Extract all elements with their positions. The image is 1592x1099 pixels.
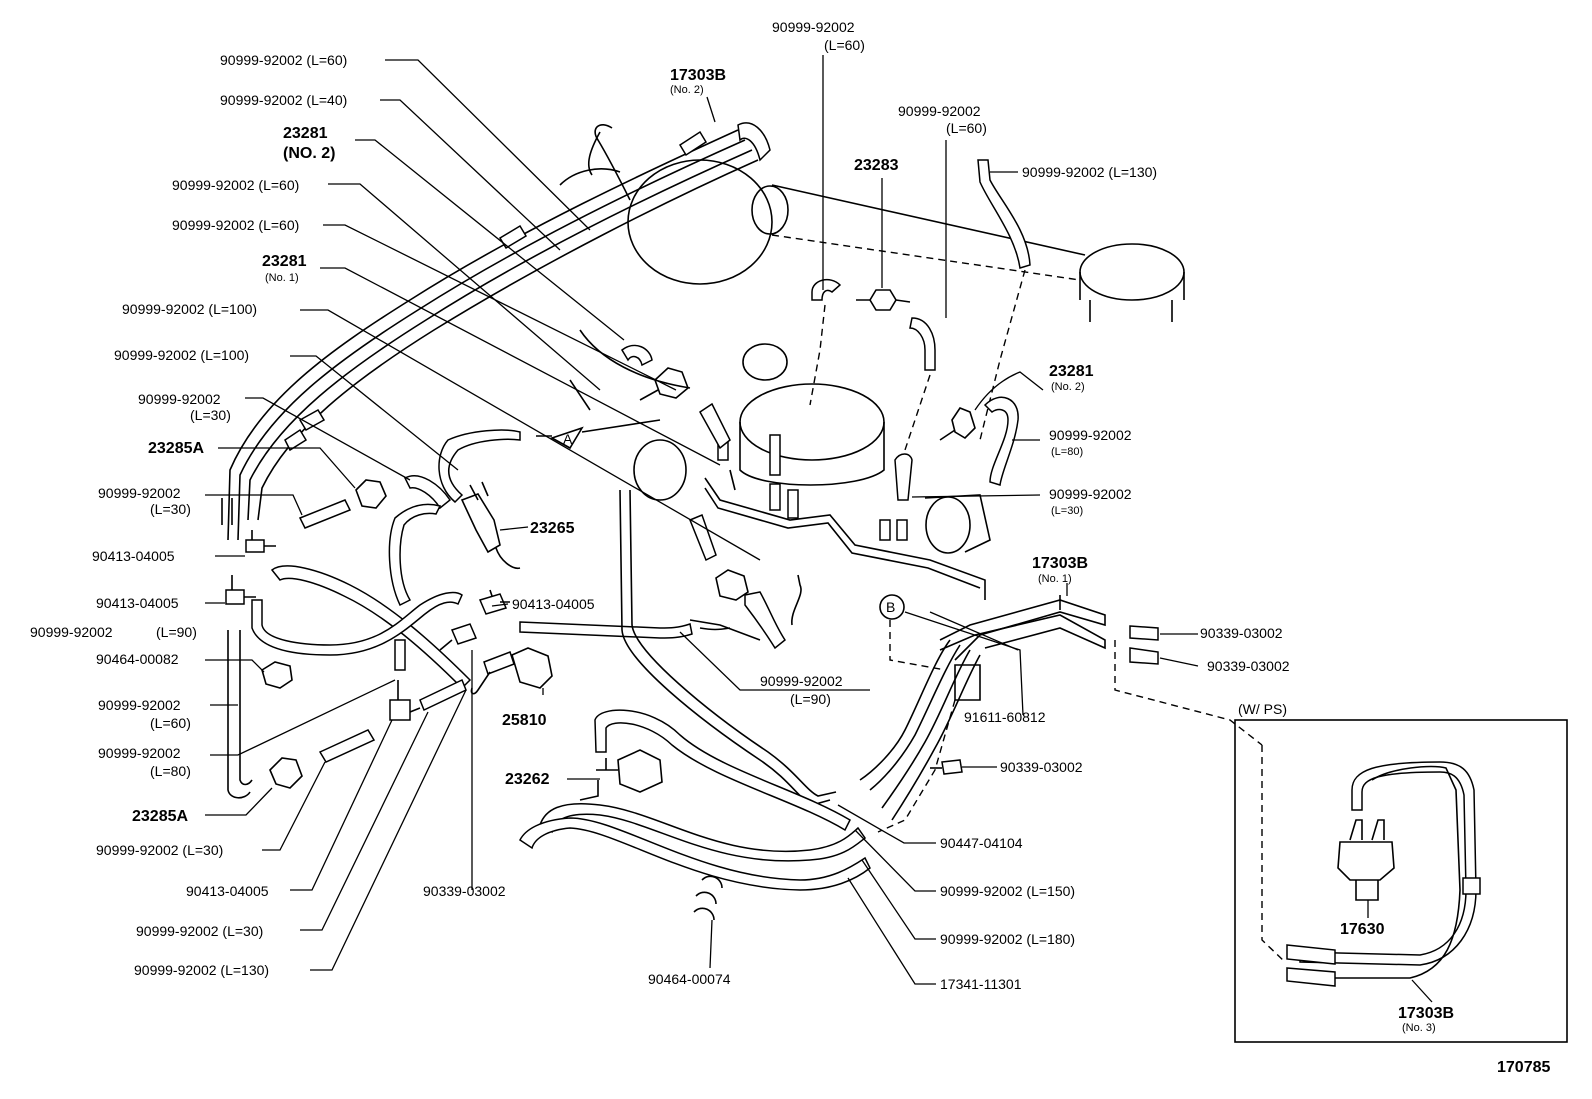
label-23262: 23262 (505, 771, 550, 788)
label-hose-l60-top: 90999-92002 (L=60) (220, 52, 347, 68)
hose-bundle-left (221, 122, 771, 799)
label-90413-c: 90413-04005 (186, 883, 269, 899)
label-hose-l100-a: 90999-92002 (L=100) (122, 301, 257, 317)
label-17303b-no2-sub: (No. 2) (670, 84, 704, 96)
label-hose-l60-left-len: (L=60) (150, 715, 191, 731)
label-17303b-no2: 17303B (670, 67, 726, 84)
label-hose-l180: 90999-92002 (L=180) (940, 931, 1075, 947)
label-23281-no2-right: 23281 (1049, 363, 1094, 380)
label-hose-l100-b: 90999-92002 (L=100) (114, 347, 249, 363)
label-90464-00074: 90464-00074 (648, 971, 731, 987)
label-23285a-bottom: 23285A (132, 808, 188, 825)
label-hose-l150: 90999-92002 (L=150) (940, 883, 1075, 899)
label-hose-l80-right-len: (L=80) (1051, 446, 1083, 458)
label-23283: 23283 (854, 157, 899, 174)
label-hose-l30-left: 90999-92002 (98, 485, 181, 501)
label-hose-l90-left-len: (L=90) (156, 624, 197, 640)
label-90447-04104: 90447-04104 (940, 835, 1023, 851)
reference-mark-a: A (536, 419, 661, 450)
label-hose-l30-c: 90999-92002 (L=30) (136, 923, 263, 939)
label-90413-d: 90413-04005 (512, 596, 595, 612)
label-17630: 17630 (1340, 921, 1385, 938)
label-hose-l130-bottom: 90999-92002 (L=130) (134, 962, 269, 978)
label-hose-l60-left: 90999-92002 (98, 697, 181, 713)
label-hose-l40: 90999-92002 (L=40) (220, 92, 347, 108)
label-17303b-no3: 17303B (1398, 1005, 1454, 1022)
label-hose-l60-right: 90999-92002 (898, 103, 981, 119)
reference-mark-b-text: B (886, 599, 895, 615)
label-23281-no2-left: 23281 (283, 125, 328, 142)
label-90339-center: 90339-03002 (423, 883, 506, 899)
label-25810: 25810 (502, 712, 547, 729)
label-91611-60812: 91611-60812 (964, 709, 1046, 725)
label-hose-l90-mid-len: (L=90) (790, 691, 831, 707)
label-hose-l80-left: 90999-92002 (98, 745, 181, 761)
label-23281-no2-right-sub: (No. 2) (1051, 381, 1085, 393)
part-labels: 90999-92002 (L=60) 90999-92002 (L=40) 23… (30, 19, 1550, 1076)
label-hose-l30-b: 90999-92002 (L=30) (96, 842, 223, 858)
inset-w-ps (1234, 719, 1568, 1043)
label-90339-lower: 90339-03002 (1000, 759, 1083, 775)
label-23265: 23265 (530, 520, 575, 537)
label-17303b-no1-sub: (No. 1) (1038, 573, 1072, 585)
engine-outline (559, 124, 1185, 701)
label-90413-a: 90413-04005 (92, 548, 175, 564)
reference-mark-b: B (879, 594, 905, 620)
label-90413-b: 90413-04005 (96, 595, 179, 611)
label-17341-11301: 17341-11301 (940, 976, 1022, 992)
label-hose-l80-right: 90999-92002 (1049, 427, 1132, 443)
label-hose-l30-top-len: (L=30) (190, 407, 231, 423)
label-23285a-top: 23285A (148, 440, 204, 457)
label-hose-l60-top-center: 90999-92002 (772, 19, 855, 35)
label-23281-no2-left-sub: (NO. 2) (283, 145, 335, 162)
label-17303b-no1: 17303B (1032, 555, 1088, 572)
label-hose-l60-right-len: (L=60) (946, 120, 987, 136)
leader-lines (205, 55, 1433, 1003)
label-hose-l90-left: 90999-92002 (30, 624, 113, 640)
label-hose-l30-right-len: (L=30) (1051, 505, 1083, 517)
label-90339-right-b: 90339-03002 (1207, 658, 1290, 674)
vacuum-components (225, 159, 1263, 921)
label-hose-l30-left-len: (L=30) (150, 501, 191, 517)
label-23281-no1: 23281 (262, 253, 307, 270)
label-hose-l60-a: 90999-92002 (L=60) (172, 177, 299, 193)
inset-title: (W/ PS) (1238, 701, 1287, 717)
label-17303b-no3-sub: (No. 3) (1402, 1022, 1436, 1034)
label-hose-l30-top: 90999-92002 (138, 391, 221, 407)
label-hose-l60-top-center-len: (L=60) (824, 37, 865, 53)
figure-number: 170785 (1497, 1059, 1550, 1076)
reference-mark-a-text: A (563, 431, 573, 447)
label-90464-00082: 90464-00082 (96, 651, 179, 667)
label-hose-l60-b: 90999-92002 (L=60) (172, 217, 299, 233)
label-hose-l30-right: 90999-92002 (1049, 486, 1132, 502)
label-23281-no1-sub: (No. 1) (265, 272, 299, 284)
label-hose-l130-top: 90999-92002 (L=130) (1022, 164, 1157, 180)
label-90339-right-a: 90339-03002 (1200, 625, 1283, 641)
label-hose-l80-left-len: (L=80) (150, 763, 191, 779)
label-hose-l90-mid: 90999-92002 (760, 673, 843, 689)
